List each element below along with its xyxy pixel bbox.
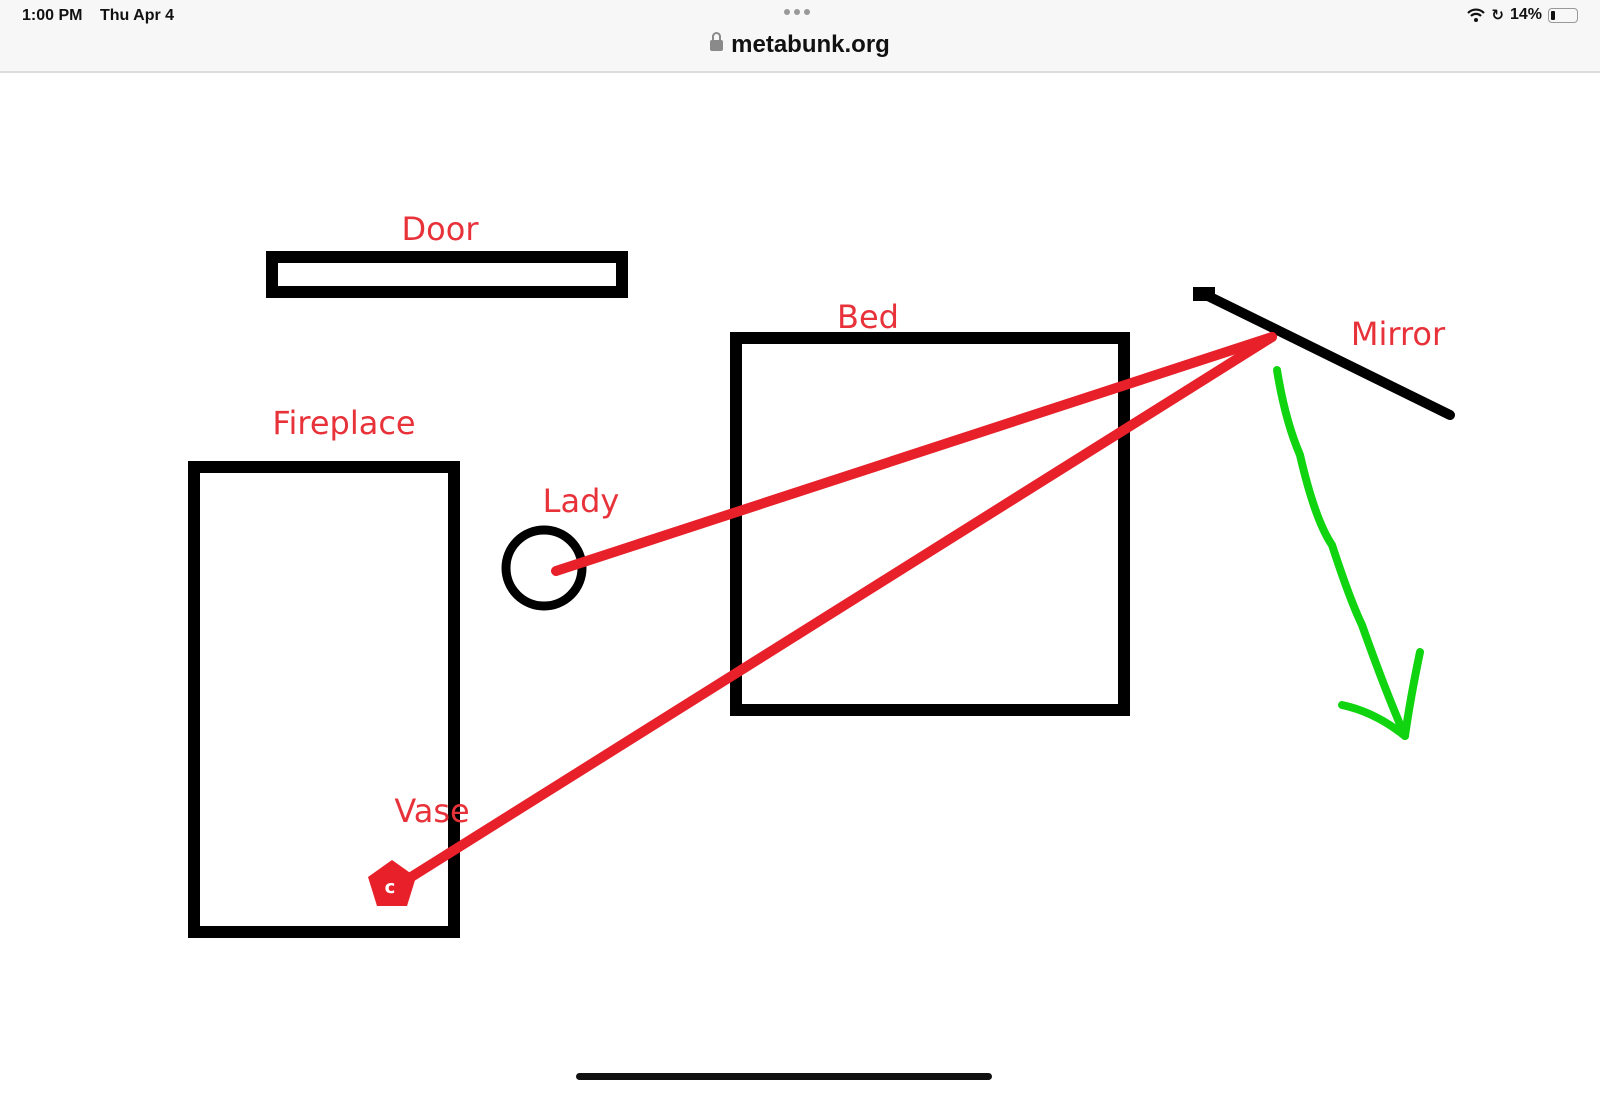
vase-label: Vase (394, 792, 469, 830)
battery-percent: 14% (1509, 6, 1542, 23)
status-time: 1:00 PM (22, 7, 83, 24)
sight-line-vase-to-mirror (395, 332, 1277, 889)
browser-top-bar: 1:00 PM Thu Apr 4 metabunk.org ↻ 14% (0, 0, 1600, 73)
multitasking-dots-icon[interactable] (784, 9, 810, 15)
status-date: Thu Apr 4 (100, 7, 175, 24)
bed-shape (730, 332, 1130, 716)
address-bar[interactable]: metabunk.org (0, 31, 1600, 59)
mirror-shape (1203, 291, 1455, 420)
reflection-arrowhead (1338, 648, 1424, 740)
fireplace-label: Fireplace (272, 404, 415, 442)
sight-line-lady-to-mirror (551, 332, 1277, 576)
lock-icon (710, 32, 724, 51)
reflection-arrow (1273, 366, 1409, 740)
mirror-label: Mirror (1351, 315, 1446, 353)
url-text: metabunk.org (731, 31, 890, 58)
orientation-lock-icon: ↻ (1491, 7, 1504, 24)
door-shape (266, 251, 628, 298)
home-indicator[interactable] (576, 1073, 992, 1080)
fireplace-shape (188, 461, 460, 938)
vase-shape (368, 860, 416, 906)
door-label: Door (402, 210, 480, 248)
lady-label: Lady (543, 482, 620, 520)
wifi-icon (1467, 8, 1486, 22)
lady-shape (501, 525, 587, 611)
bed-label: Bed (837, 298, 899, 336)
vase-mark: c (385, 877, 396, 898)
battery-icon (1548, 7, 1578, 23)
status-icons: ↻ 14% (1467, 6, 1578, 24)
